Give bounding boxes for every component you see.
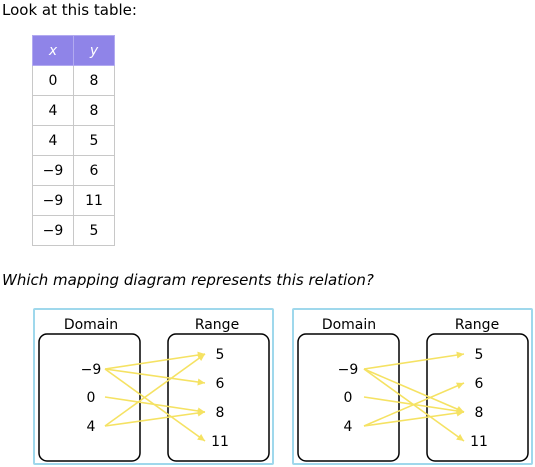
- mapping-arrow: [363, 382, 465, 427]
- x-cell: −9: [32, 215, 74, 246]
- domain-box: [38, 333, 141, 462]
- mapping-arrow: [363, 368, 465, 413]
- range-value: 6: [216, 376, 225, 392]
- range-value: 5: [216, 347, 225, 363]
- mapping-arrow: [104, 396, 206, 413]
- x-cell: −9: [32, 185, 74, 216]
- mapping-arrow: [363, 353, 465, 370]
- y-column-header: y: [73, 35, 115, 66]
- answer-choice-2[interactable]: Domain Range −9 0 4 5 6 8 11: [292, 308, 533, 465]
- range-label: Range: [195, 317, 239, 333]
- range-box: [167, 333, 270, 462]
- arrowhead: [456, 382, 464, 390]
- domain-value: 0: [87, 390, 96, 406]
- mapping-arrow: [104, 368, 206, 384]
- y-cell: 5: [73, 215, 115, 246]
- x-cell: 4: [32, 95, 74, 126]
- answer-choice-1[interactable]: Domain Range −9 0 4 5 6 8 11: [33, 308, 274, 465]
- arrowhead: [197, 354, 205, 362]
- arrowhead: [197, 378, 205, 386]
- mapping-arrow: [104, 353, 206, 370]
- question-text: Which mapping diagram represents this re…: [2, 271, 374, 289]
- range-label: Range: [455, 317, 499, 333]
- range-value: 8: [216, 405, 225, 421]
- x-cell: 0: [32, 65, 74, 96]
- x-cell: 4: [32, 125, 74, 156]
- y-cell: 6: [73, 155, 115, 186]
- y-cell: 8: [73, 65, 115, 96]
- domain-value: −9: [338, 362, 359, 378]
- domain-box: [297, 333, 400, 462]
- mapping-arrow: [363, 411, 465, 427]
- domain-label: Domain: [64, 317, 118, 333]
- x-cell: −9: [32, 155, 74, 186]
- range-value: 8: [475, 405, 484, 421]
- range-value: 11: [211, 434, 229, 450]
- arrowhead: [456, 351, 464, 359]
- y-cell: 5: [73, 125, 115, 156]
- y-cell: 11: [73, 185, 115, 216]
- domain-label: Domain: [322, 317, 376, 333]
- intro-text: Look at this table:: [2, 1, 137, 19]
- arrowhead: [197, 433, 205, 441]
- range-box: [426, 333, 529, 462]
- mapping-arrows: [363, 351, 465, 442]
- domain-value: 4: [344, 419, 353, 435]
- mapping-arrow: [104, 353, 206, 427]
- mapping-diagram-2: Domain Range −9 0 4 5 6 8 11: [297, 317, 529, 462]
- mapping-arrow: [104, 411, 206, 427]
- y-cell: 8: [73, 95, 115, 126]
- domain-value: 4: [87, 419, 96, 435]
- range-value: 5: [475, 347, 484, 363]
- x-column-header: x: [32, 35, 74, 66]
- mapping-arrows: [104, 351, 206, 442]
- domain-value: 0: [344, 390, 353, 406]
- arrowhead: [456, 409, 464, 417]
- arrowhead: [456, 433, 464, 441]
- arrowhead: [197, 409, 205, 417]
- range-value: 6: [475, 376, 484, 392]
- domain-value: −9: [81, 362, 102, 378]
- range-value: 11: [470, 434, 488, 450]
- mapping-diagram-1: Domain Range −9 0 4 5 6 8 11: [38, 317, 270, 462]
